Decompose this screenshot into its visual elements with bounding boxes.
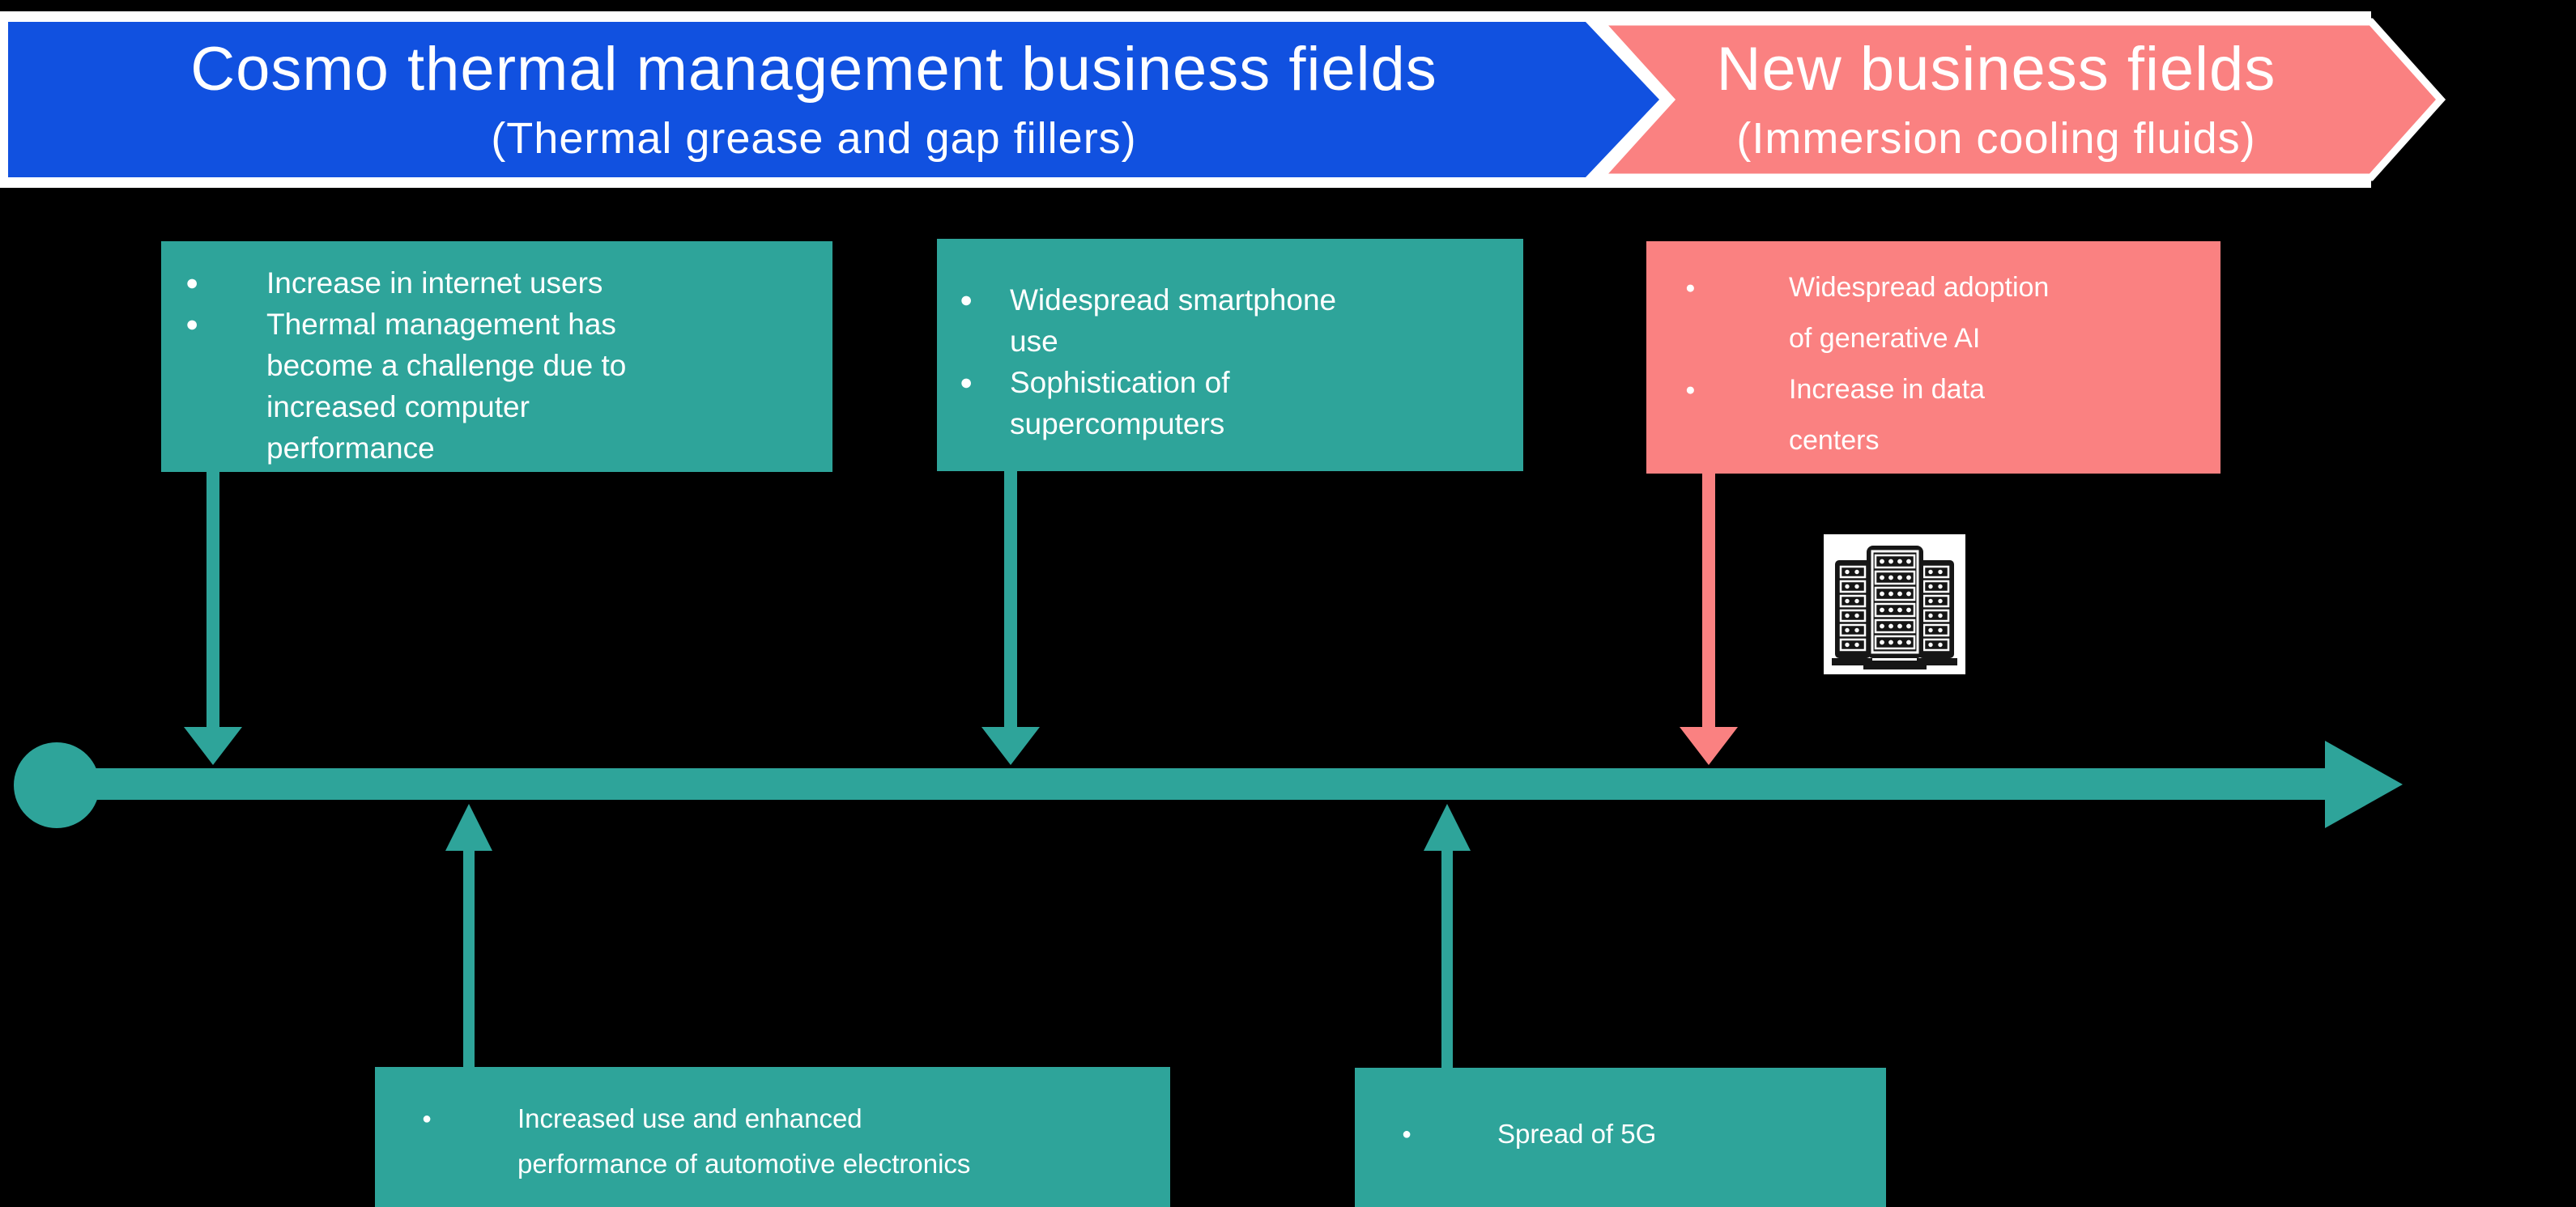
event-text-line: Increase in data <box>1789 374 1985 405</box>
event-text-line: Thermal management has <box>266 308 616 341</box>
event-box-automotive-electronics: ● Increased use and enhanced performance… <box>375 1067 1170 1207</box>
new-business-arrow-shape <box>1591 18 2446 181</box>
bullet-icon: ● <box>422 1110 432 1128</box>
event-text-line: increased computer <box>266 390 530 423</box>
bullet-icon: ● <box>960 370 973 394</box>
up-arrow-automotive-head-icon <box>445 804 492 851</box>
data-center-icon <box>1824 534 1965 674</box>
bullet-icon: ● <box>185 312 199 336</box>
down-arrow-smartphone <box>1004 470 1017 729</box>
cosmo-banner: Cosmo thermal management business fields… <box>8 22 1620 177</box>
list-item: ● Widespread smartphone use <box>960 279 1523 362</box>
event-text-line: Widespread smartphone <box>1010 283 1337 317</box>
event-box-generative-ai: ● Widespread adoption of generative AI ●… <box>1646 241 2220 474</box>
bullet-icon: ● <box>185 270 199 295</box>
event-text-line: Widespread adoption <box>1789 272 2050 303</box>
up-arrow-automotive <box>463 848 475 1067</box>
bullet-icon: ● <box>1402 1125 1412 1143</box>
event-box-smartphone: ● Widespread smartphone use ● Sophistica… <box>937 239 1523 471</box>
event-box-5g: ● Spread of 5G <box>1355 1068 1886 1207</box>
event-text-line: performance of automotive electronics <box>517 1149 971 1179</box>
event-text-line: centers <box>1789 425 1880 456</box>
event-text-line: Sophistication of <box>1010 366 1230 399</box>
list-item: ● Increased use and enhanced performance… <box>422 1096 1170 1187</box>
new-business-banner-title: New business fields <box>1716 35 2276 104</box>
down-arrow-internet <box>207 471 219 729</box>
bullet-icon: ● <box>1685 380 1696 399</box>
event-text-line: use <box>1010 325 1058 358</box>
event-text-line: of generative AI <box>1789 323 1981 354</box>
event-box-internet-users: ● Increase in internet users ● Thermal m… <box>161 241 832 472</box>
list-item: ● Increase in data centers <box>1685 364 2220 466</box>
down-arrow-internet-head-icon <box>184 727 242 765</box>
event-text-line: Spread of 5G <box>1497 1119 1657 1149</box>
header-banner-shapes <box>0 11 2446 188</box>
list-item: ● Spread of 5G <box>1402 1115 1886 1154</box>
list-item: ● Thermal management has become a challe… <box>185 304 832 469</box>
event-text-line: supercomputers <box>1010 407 1225 440</box>
list-item: ● Sophistication of supercomputers <box>960 362 1523 444</box>
event-text-line: Increase in internet users <box>266 266 603 300</box>
down-arrow-generative-ai <box>1702 474 1715 729</box>
cosmo-banner-title: Cosmo thermal management business fields <box>190 35 1437 104</box>
down-arrow-generative-ai-head-icon <box>1680 727 1738 765</box>
up-arrow-5g <box>1441 848 1453 1068</box>
list-item: ● Widespread adoption of generative AI <box>1685 262 2220 364</box>
bullet-icon: ● <box>1685 278 1696 297</box>
event-text-line: become a challenge due to <box>266 349 627 382</box>
timeline-arrowhead-icon <box>2325 741 2403 828</box>
bullet-icon: ● <box>960 287 973 312</box>
event-text-line: performance <box>266 431 435 465</box>
up-arrow-5g-head-icon <box>1424 804 1471 851</box>
timeline-bar <box>57 768 2325 800</box>
new-business-banner-subtitle: (Immersion cooling fluids) <box>1736 114 2256 163</box>
list-item: ● Increase in internet users <box>185 262 832 304</box>
cosmo-banner-subtitle: (Thermal grease and gap fillers) <box>491 114 1137 163</box>
down-arrow-smartphone-head-icon <box>981 727 1040 765</box>
new-business-banner: New business fields (Immersion cooling f… <box>1668 22 2324 177</box>
event-text-line: Increased use and enhanced <box>517 1103 862 1133</box>
cosmo-chevron-shape <box>8 22 1659 177</box>
